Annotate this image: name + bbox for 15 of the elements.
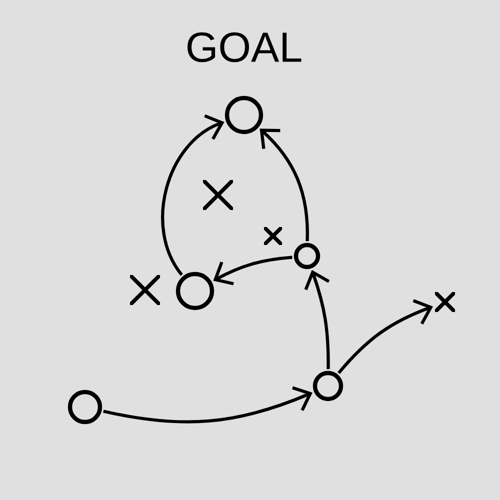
arrow <box>103 386 312 424</box>
circle-marker <box>294 242 320 270</box>
cross-mark <box>130 275 160 305</box>
arrow <box>161 114 224 276</box>
arrow <box>338 299 434 374</box>
cross-mark <box>264 227 282 245</box>
arrow <box>304 270 330 370</box>
cross-mark <box>203 180 233 210</box>
arrow <box>213 256 292 286</box>
cross-mark <box>435 292 456 312</box>
arrow <box>260 128 309 242</box>
circle-marker <box>176 272 214 310</box>
goal-label: GOAL <box>188 32 302 62</box>
circle-marker <box>312 370 344 402</box>
circle-marker <box>68 390 102 424</box>
